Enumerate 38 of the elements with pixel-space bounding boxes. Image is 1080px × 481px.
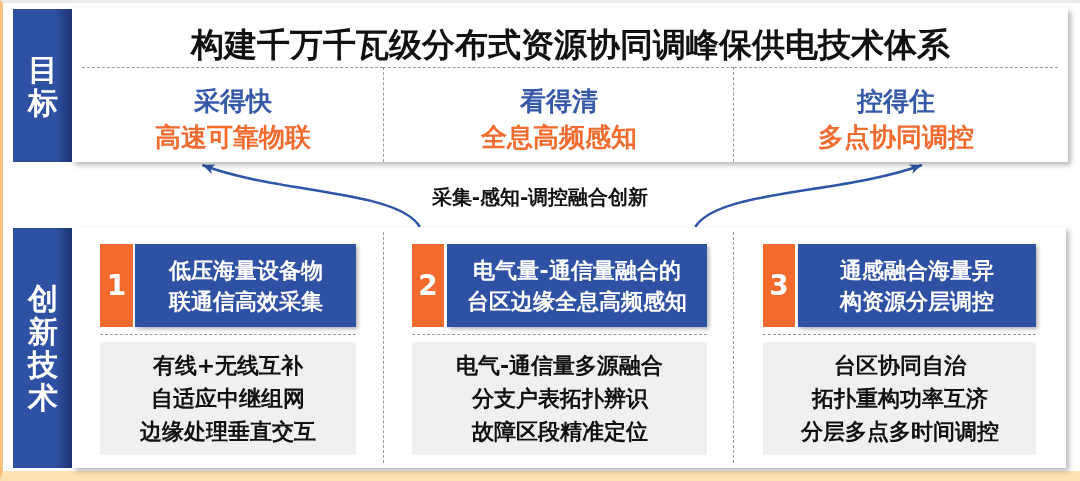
- goal-subheading: 全息高频感知: [480, 121, 637, 153]
- number-badge: [412, 244, 444, 327]
- feature-item: 边缘处理垂直交互: [140, 418, 316, 446]
- number-badge: [763, 244, 795, 327]
- step-number: 1: [106, 268, 127, 303]
- step-number: 3: [769, 268, 789, 303]
- side-tab: [13, 228, 72, 468]
- band-title: 低压海量设备物联通信高效采集: [167, 256, 324, 316]
- feature-item: 台区协同自治: [833, 352, 966, 380]
- feature-item: 电气-通信量多源融合: [455, 352, 664, 380]
- band-title: 电气量-通信量融合的台区边缘全息高频感知: [466, 256, 688, 316]
- goal-subheading: 多点协同调控: [818, 121, 974, 153]
- title-band: [135, 244, 356, 327]
- goal-heading: 控得住: [857, 85, 935, 117]
- tab-label: 目标: [27, 52, 58, 119]
- goal-subheading: 高速可靠物联: [154, 121, 311, 153]
- step-number: 2: [418, 268, 438, 303]
- curved-arrow: [694, 163, 923, 228]
- feature-item: 有线+无线互补: [152, 352, 304, 380]
- title-band: [447, 244, 707, 327]
- feature-item: 分支户表拓扑辨识: [471, 385, 648, 413]
- curved-arrow: [202, 163, 421, 228]
- innovation-panel: [72, 227, 1066, 468]
- feature-item: 拓扑重构功率互济: [811, 385, 988, 413]
- goal-column: [383, 67, 734, 162]
- feature-item: 故障区段精准定位: [471, 418, 648, 446]
- feature-item: 分层多点多时间调控: [800, 418, 999, 446]
- band-title: 通感融合海量异构资源分层调控: [838, 256, 995, 316]
- goal-panel: [72, 8, 1068, 162]
- feature-item: 自适应中继组网: [151, 385, 305, 413]
- title-band: [798, 244, 1036, 327]
- number-badge: [100, 244, 133, 327]
- goal-heading: 采得快: [193, 85, 272, 117]
- goal-heading: 看得清: [519, 85, 598, 117]
- panel-title: 构建千万千瓦级分布式资源协同调峰保供电技术体系: [190, 25, 950, 65]
- flow-label: 采集-感知-调控融合创新: [431, 184, 649, 210]
- side-tab: [13, 9, 72, 162]
- tab-label: 创新技术: [27, 282, 58, 414]
